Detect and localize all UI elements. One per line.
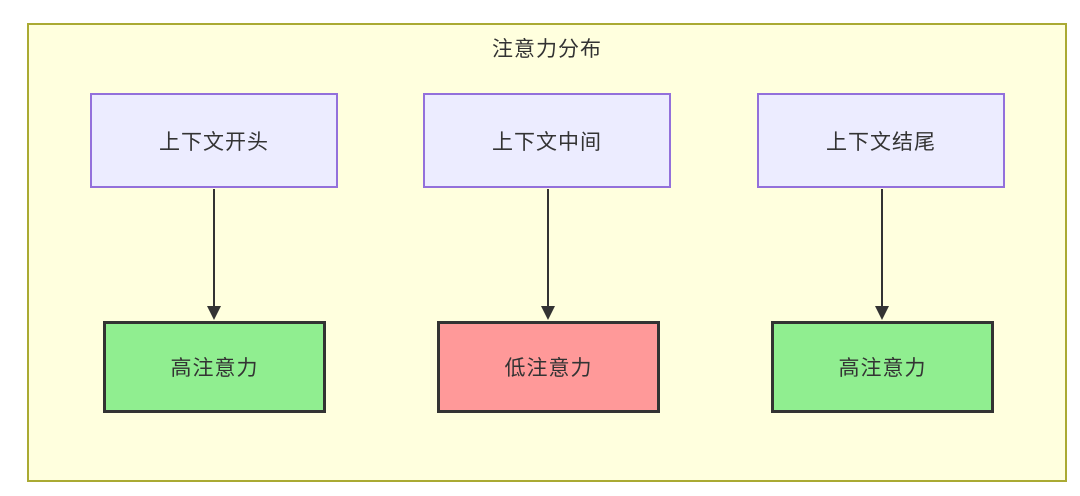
node-high-attention-start-label: 高注意力 bbox=[170, 356, 259, 380]
node-low-attention-middle-label: 低注意力 bbox=[504, 356, 593, 380]
node-context-start: 上下文开头 bbox=[90, 93, 338, 188]
node-context-end-label: 上下文结尾 bbox=[826, 129, 936, 154]
node-high-attention-end: 高注意力 bbox=[771, 321, 994, 413]
node-high-attention-end-label: 高注意力 bbox=[838, 356, 927, 380]
node-high-attention-start: 高注意力 bbox=[103, 321, 326, 413]
diagram-title: 注意力分布 bbox=[492, 37, 602, 61]
node-context-end: 上下文结尾 bbox=[757, 93, 1005, 188]
attention-distribution-frame: 注意力分布 bbox=[27, 23, 1067, 482]
node-context-start-label: 上下文开头 bbox=[159, 129, 269, 154]
node-low-attention-middle: 低注意力 bbox=[437, 321, 660, 413]
node-context-middle-label: 上下文中间 bbox=[492, 129, 602, 154]
node-context-middle: 上下文中间 bbox=[423, 93, 671, 188]
